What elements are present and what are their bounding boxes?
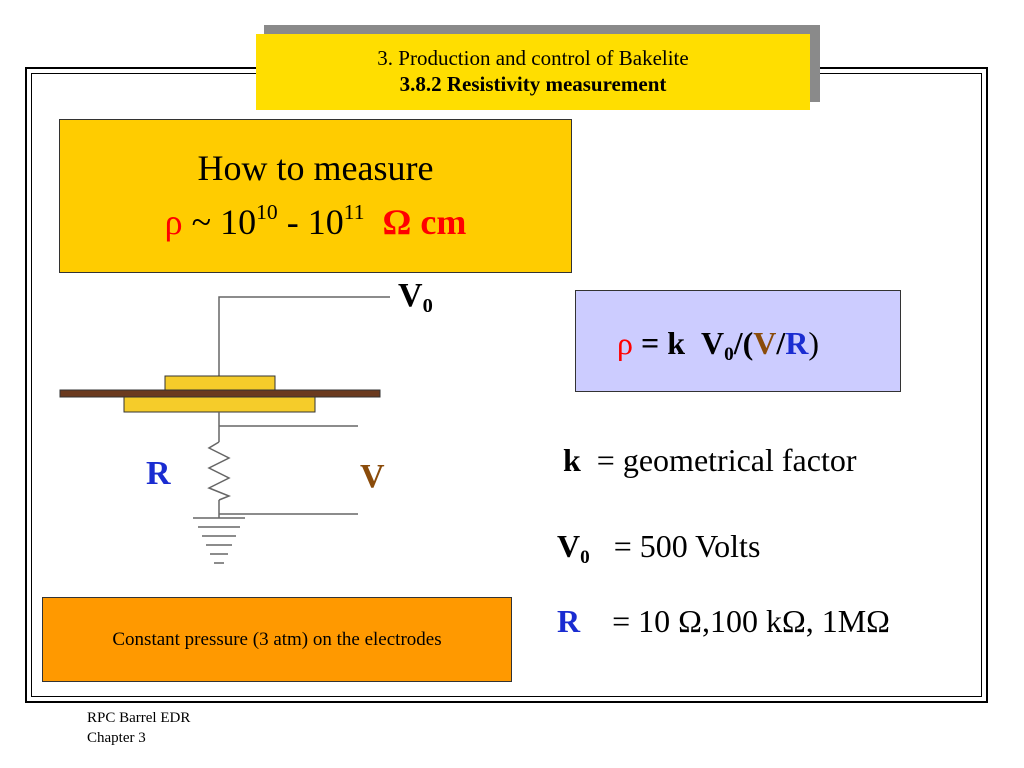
param-r: R = 10 Ω,100 kΩ, 1MΩ — [557, 603, 890, 639]
bakelite-plate — [59, 389, 381, 398]
bottom-electrode — [123, 396, 316, 413]
formula-slash-open: /( — [733, 325, 754, 361]
rho-symbol: ρ — [164, 202, 183, 242]
param-v0-symbol: V — [557, 528, 581, 564]
top-electrode — [164, 375, 276, 391]
range-exponent-1: 10 — [256, 199, 278, 224]
formula-slash: / — [776, 325, 786, 361]
how-to-measure-heading: How to measure — [197, 148, 434, 188]
formula-v-colored: V — [753, 325, 777, 361]
footer-line-1: RPC Barrel EDR — [87, 710, 191, 726]
circuit-label-v0: V0 — [398, 277, 433, 318]
formula-r-colored: R — [785, 325, 809, 361]
param-k-desc: = geometrical factor — [596, 442, 857, 478]
title-box: 3. Production and control of Bakelite 3.… — [256, 34, 810, 110]
formula-rho: ρ — [617, 325, 633, 361]
range-dash: - 10 — [286, 202, 344, 242]
param-k: k = geometrical factor — [563, 442, 856, 478]
footer: RPC Barrel EDR Chapter 3 — [87, 708, 190, 748]
title-line-2: 3.8.2 Resistivity measurement — [399, 72, 667, 96]
pressure-note-text: Constant pressure (3 atm) on the electro… — [112, 629, 442, 650]
formula-close: ) — [808, 325, 820, 361]
resistor-zigzag — [207, 441, 232, 501]
footer-line-2: Chapter 3 — [87, 730, 146, 746]
resistivity-formula: ρ = k V0/(V/R) — [617, 325, 820, 364]
param-v0: V0 = 500 Volts — [557, 528, 761, 567]
param-r-symbol: R — [557, 603, 581, 639]
formula-sub0: 0 — [724, 343, 734, 365]
range-approx: ~ 10 — [191, 202, 257, 242]
resistivity-range: ρ ~ 1010 - 1011 Ω cm — [60, 200, 571, 244]
range-unit: Ω cm — [382, 202, 467, 242]
param-v0-sub: 0 — [580, 546, 590, 568]
formula-eq-k: = k — [640, 325, 685, 361]
how-to-measure-box: How to measure ρ ~ 1010 - 1011 Ω cm — [59, 119, 572, 273]
wire-v0 — [218, 296, 390, 376]
param-k-symbol: k — [563, 442, 581, 478]
formula-v: V — [701, 325, 725, 361]
formula-box: ρ = k V0/(V/R) — [575, 290, 901, 392]
circuit-label-r: R — [146, 455, 171, 492]
circuit-label-v: V — [360, 458, 385, 495]
param-v0-desc: = 500 Volts — [613, 528, 761, 564]
title-line-1: 3. Production and control of Bakelite — [377, 46, 689, 70]
param-r-desc: = 10 Ω,100 kΩ, 1MΩ — [612, 603, 890, 639]
range-exponent-2: 11 — [343, 199, 365, 224]
pressure-note-box: Constant pressure (3 atm) on the electro… — [42, 597, 512, 682]
